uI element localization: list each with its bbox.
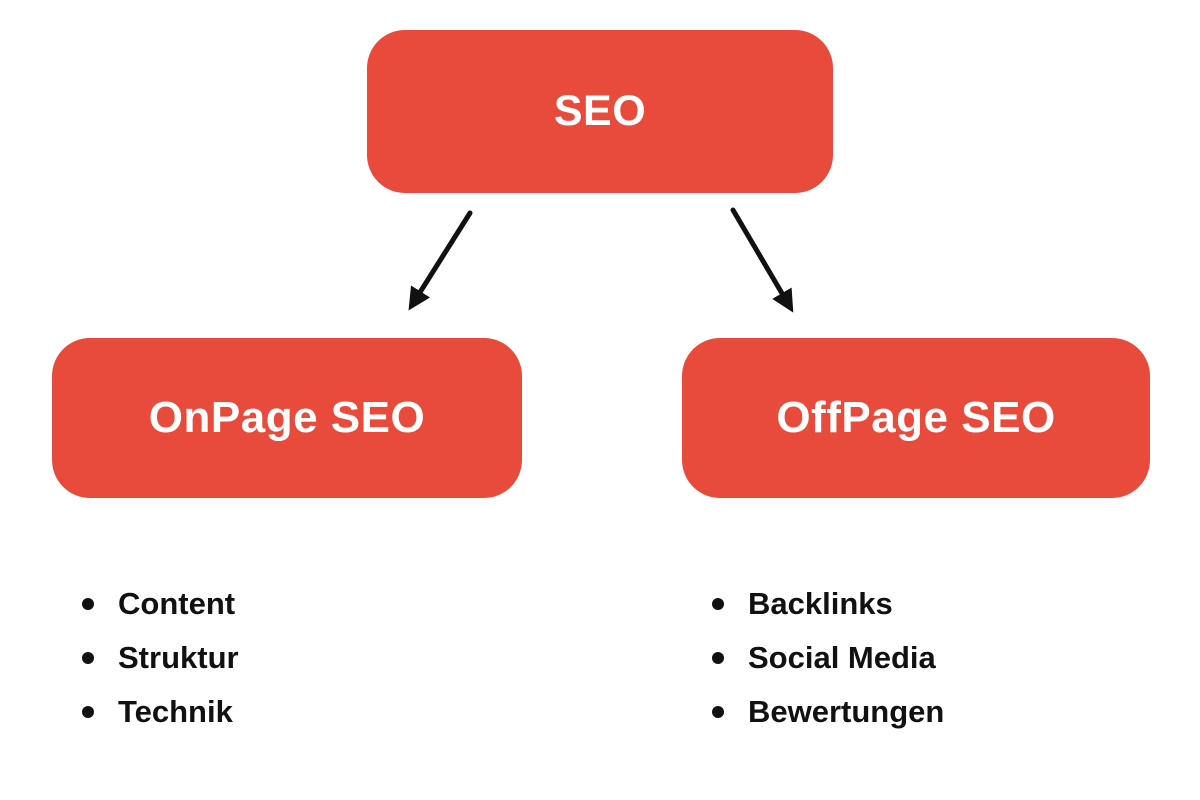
list-item: Social Media	[712, 638, 944, 692]
arrow-to-onpage-icon	[408, 210, 473, 311]
node-offpage-seo-label: OffPage SEO	[776, 393, 1056, 442]
list-item: Bewertungen	[712, 692, 944, 746]
offpage-item-list: Backlinks Social Media Bewertungen	[712, 584, 944, 746]
node-seo-label: SEO	[553, 87, 647, 135]
onpage-item-list: Content Struktur Technik	[82, 584, 239, 746]
list-item: Struktur	[82, 638, 239, 692]
list-item: Technik	[82, 692, 239, 746]
list-item: Backlinks	[712, 584, 944, 638]
node-onpage-seo: OnPage SEO	[52, 338, 522, 498]
node-offpage-seo: OffPage SEO	[682, 338, 1150, 498]
node-onpage-seo-label: OnPage SEO	[148, 393, 426, 442]
node-seo: SEO	[367, 30, 833, 193]
arrow-to-offpage-icon	[730, 207, 794, 313]
list-item: Content	[82, 584, 239, 638]
